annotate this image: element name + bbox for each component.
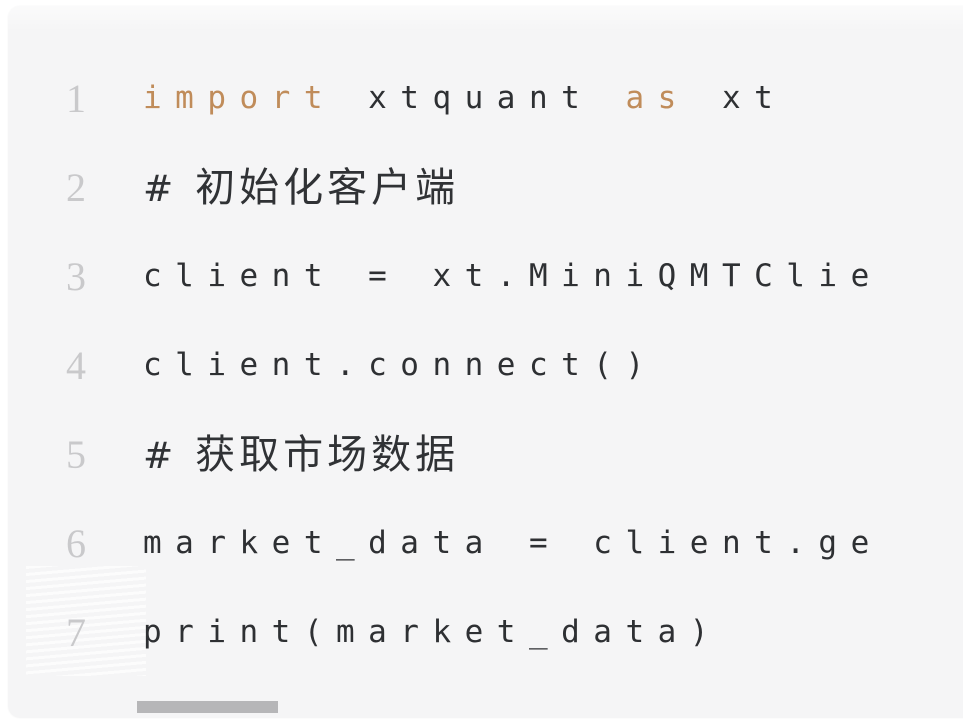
horizontal-scrollbar-track[interactable] [8, 700, 963, 714]
comment-hash-icon: # [143, 435, 174, 477]
line-number: 7 [66, 609, 86, 655]
code-text: client = xt.MiniQMTClie [86, 261, 963, 292]
code-identifier: print(market_data) [143, 614, 722, 650]
code-line[interactable]: 3 client = xt.MiniQMTClie [8, 232, 963, 321]
code-identifier: xt [689, 80, 787, 116]
comment-body: 初始化客户端 [195, 164, 460, 211]
comment-body: 获取市场数据 [195, 431, 460, 478]
line-number: 3 [66, 253, 86, 299]
code-text: print(market_data) [86, 617, 963, 648]
comment-hash-icon: # [143, 168, 174, 210]
code-comment: #初始化客户端 [86, 168, 963, 208]
code-line[interactable]: 2#初始化客户端 [8, 143, 963, 232]
code-identifier: market_data = client.ge [143, 525, 883, 561]
code-identifier: client = xt.MiniQMTClie [143, 258, 883, 294]
code-keyword: import [143, 80, 336, 116]
code-text: client.connect() [86, 350, 963, 381]
code-line[interactable]: 5#获取市场数据 [8, 410, 963, 499]
line-number: 4 [66, 342, 86, 388]
horizontal-scrollbar-thumb[interactable] [137, 701, 278, 713]
line-number: 1 [66, 75, 86, 121]
code-keyword: as [625, 80, 690, 116]
code-identifier: xtquant [335, 80, 626, 116]
line-number: 6 [66, 520, 86, 566]
code-line[interactable]: 6 market_data = client.ge [8, 499, 963, 588]
code-comment: #获取市场数据 [86, 435, 963, 475]
line-number: 5 [66, 431, 86, 477]
code-identifier: client.connect() [143, 347, 658, 383]
code-line[interactable]: 4 client.connect() [8, 321, 963, 410]
code-line[interactable]: 7 print(market_data) [8, 588, 963, 677]
code-text: market_data = client.ge [86, 528, 963, 559]
line-number: 2 [66, 164, 86, 210]
code-text: import xtquant as xt [86, 83, 963, 114]
